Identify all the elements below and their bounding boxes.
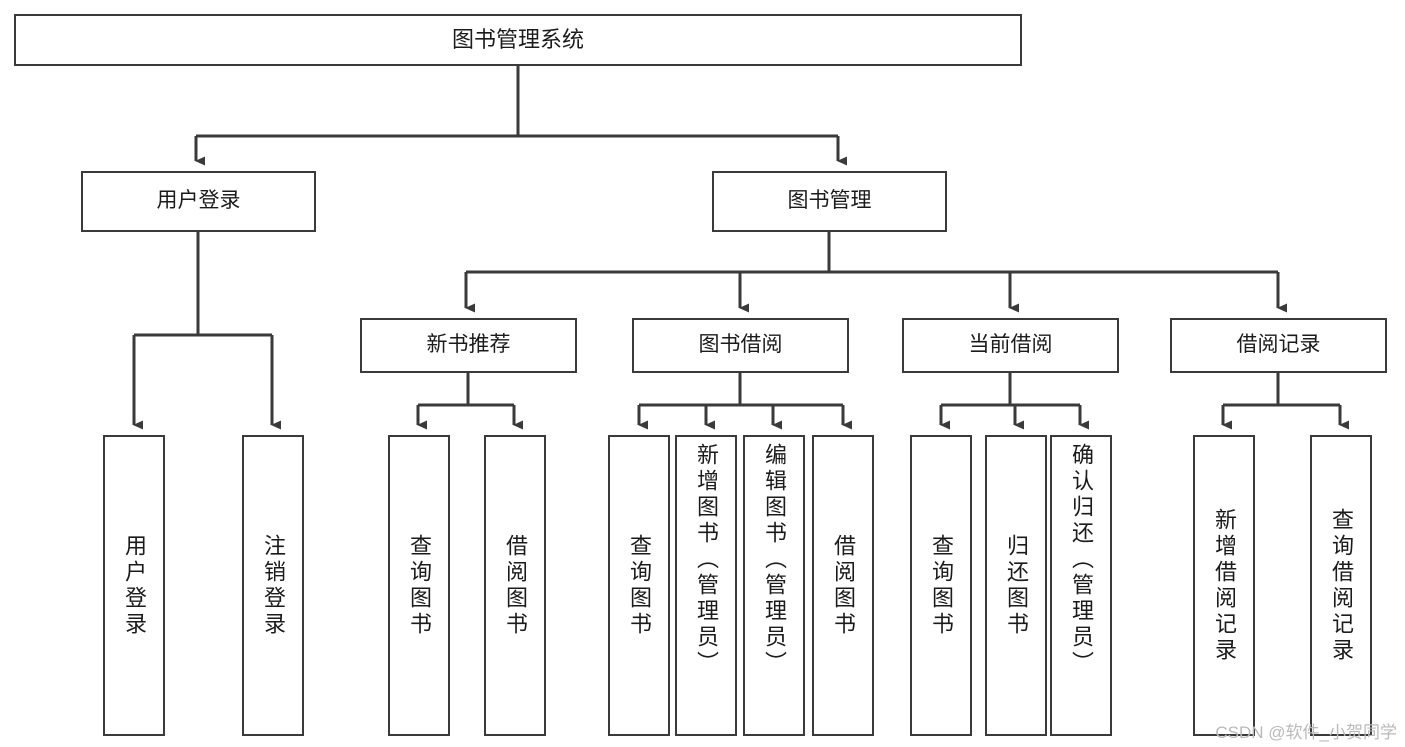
leaf-add-borrow-record[interactable]: 新增借阅记录 [1193,435,1255,736]
leaf-query-book-current[interactable]: 查询图书 [910,435,972,736]
leaf-logout[interactable]: 注销登录 [242,435,304,736]
node-label: 用户登录 [122,533,147,638]
node-book-borrow[interactable]: 图书借阅 [632,318,849,373]
watermark: CSDN @软件_小贺同学 [1215,723,1397,742]
node-current-borrow[interactable]: 当前借阅 [902,318,1119,373]
node-label: 图书借阅 [698,333,783,357]
leaf-borrow-book[interactable]: 借阅图书 [812,435,874,736]
node-book-management[interactable]: 图书管理 [712,171,947,232]
node-label: 注销登录 [261,533,286,638]
node-label: 归还图书 [1004,533,1029,638]
node-label: 用户登录 [156,189,241,213]
leaf-query-borrow-record[interactable]: 查询借阅记录 [1310,435,1372,736]
node-label: 查询借阅记录 [1329,507,1354,664]
leaf-query-book-recommend[interactable]: 查询图书 [388,435,450,736]
node-label: 当前借阅 [968,333,1053,357]
node-label: 图书管理系统 [451,27,584,53]
leaf-add-book-admin[interactable]: 新增图书（管理员） [675,435,737,736]
leaf-edit-book-admin[interactable]: 编辑图书（管理员） [743,435,805,736]
leaf-query-book-borrow[interactable]: 查询图书 [608,435,670,736]
node-new-book-recommend[interactable]: 新书推荐 [360,318,577,373]
leaf-user-login[interactable]: 用户登录 [103,435,165,736]
node-label: 借阅图书 [831,533,856,638]
node-label: 借阅记录 [1236,333,1321,357]
node-label: 编辑图书（管理员） [762,443,787,677]
leaf-return-book[interactable]: 归还图书 [985,435,1047,736]
node-label: 查询图书 [627,533,652,638]
node-label: 新增借阅记录 [1212,507,1237,664]
node-label: 新书推荐 [426,333,511,357]
node-label: 确认归还（管理员） [1069,443,1094,677]
node-label: 借阅图书 [503,533,528,638]
leaf-borrow-book-recommend[interactable]: 借阅图书 [484,435,546,736]
node-label: 图书管理 [787,189,872,213]
leaf-confirm-return-admin[interactable]: 确认归还（管理员） [1050,435,1112,736]
node-label: 查询图书 [407,533,432,638]
node-label: 新增图书（管理员） [694,443,719,677]
node-borrow-records[interactable]: 借阅记录 [1170,318,1387,373]
node-root[interactable]: 图书管理系统 [14,14,1022,66]
node-label: 查询图书 [929,533,954,638]
node-user-login[interactable]: 用户登录 [81,171,316,232]
